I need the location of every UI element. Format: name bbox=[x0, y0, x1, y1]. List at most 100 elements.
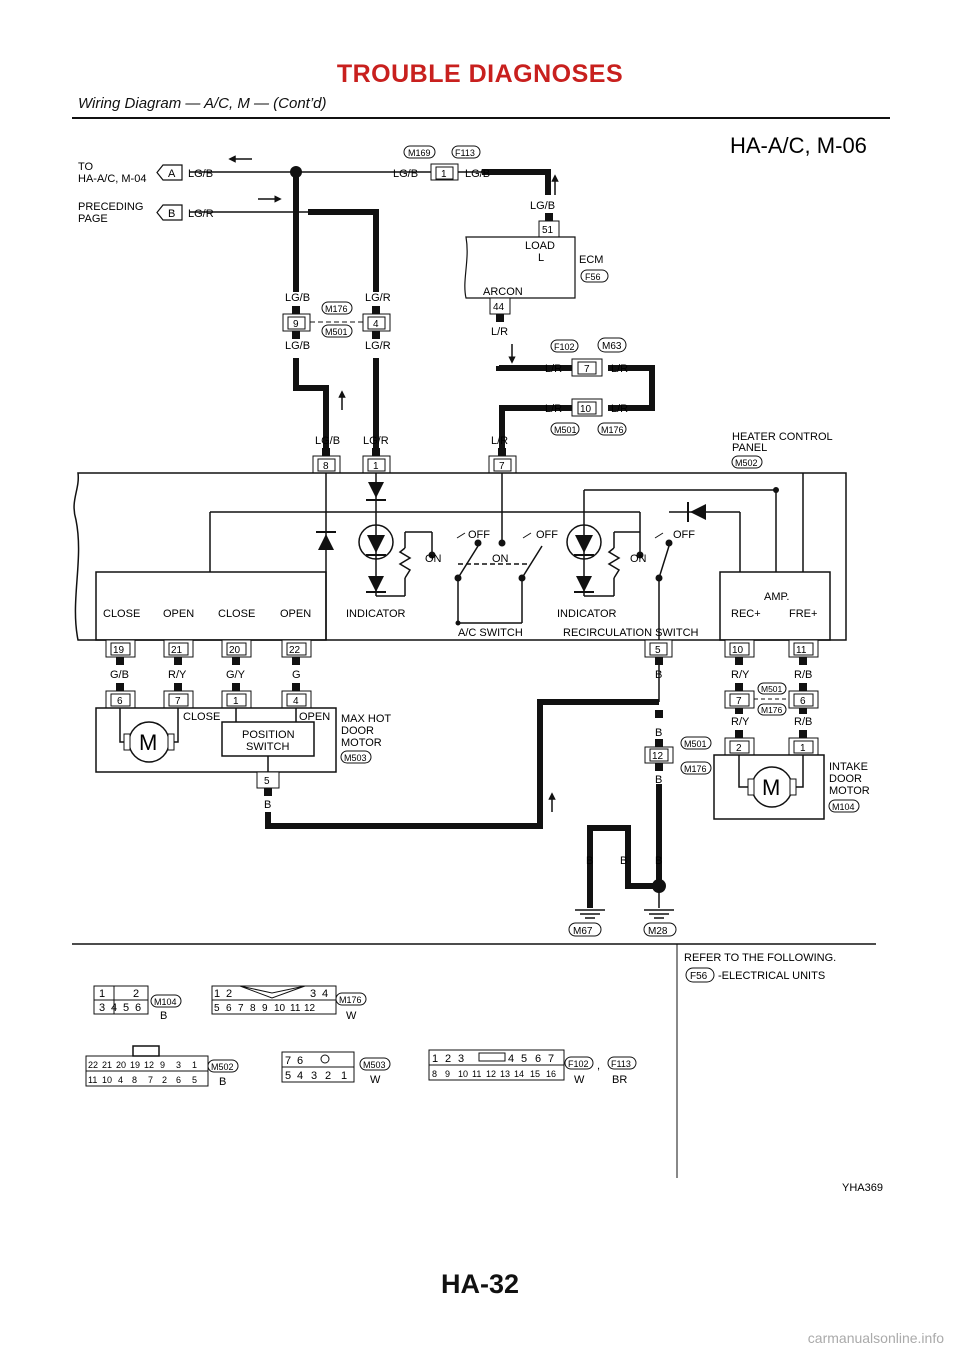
position-switch-line1: POSITION bbox=[242, 729, 295, 741]
pin-4-maxhot: 4 bbox=[293, 696, 299, 707]
pin-5-maxhot: 5 bbox=[264, 776, 270, 787]
connector-m176-c bbox=[680, 761, 712, 775]
diode-amp bbox=[687, 502, 706, 522]
preceding-wire: LG/R bbox=[188, 208, 214, 220]
pin-7-stub bbox=[498, 448, 506, 456]
panel-open-1: OPEN bbox=[163, 608, 194, 620]
legend-m104-color: B bbox=[160, 1010, 167, 1022]
wire-label-lr-7: L/R bbox=[491, 435, 508, 447]
legend-pin-m176_top-1: 1 bbox=[214, 988, 220, 1000]
connector-f113-label: F113 bbox=[455, 148, 475, 158]
pin-box-1-panel-inner bbox=[367, 458, 386, 472]
legend-refer-text: REFER TO THE FOLLOWING. bbox=[684, 952, 836, 964]
legend-f102-label: F102 bbox=[568, 1059, 589, 1069]
connector-m28-label: M28 bbox=[648, 926, 668, 937]
ac-resistor bbox=[398, 547, 412, 579]
connector-m501-d-label: M501 bbox=[761, 684, 783, 694]
connector-m502-label: M502 bbox=[735, 458, 758, 468]
ac-on-2: ON bbox=[492, 553, 509, 565]
legend-pin-m176_bottom-9: 9 bbox=[262, 1003, 268, 1014]
recirc-indicator-lower-diode bbox=[576, 576, 592, 592]
legend-m176-label: M176 bbox=[339, 995, 362, 1005]
pin-12: 12 bbox=[652, 751, 664, 762]
diode-lgr bbox=[366, 482, 386, 501]
max-hot-door-motor-box bbox=[95, 707, 337, 773]
wire-label-lgb-ecm: LG/B bbox=[530, 200, 555, 212]
legend-f102-color: W bbox=[574, 1074, 585, 1086]
legend-pin-m104_top-1: 1 bbox=[99, 988, 105, 1000]
pin-9-stub-top bbox=[292, 306, 300, 314]
preceding-tag bbox=[156, 204, 183, 221]
intake-motor-brush-r bbox=[789, 778, 797, 796]
wire-label-lgb-8: LG/B bbox=[315, 435, 340, 447]
pin-44-stub bbox=[496, 314, 504, 322]
ac-off-2: OFF bbox=[536, 529, 558, 541]
legend-pin-f102_bottom-8: 8 bbox=[432, 1069, 437, 1079]
connector-m169 bbox=[403, 145, 436, 159]
to-tag bbox=[156, 164, 183, 181]
legend-pin-m502_top-22: 22 bbox=[88, 1060, 98, 1070]
wire-lgb-feed bbox=[293, 169, 551, 448]
amp-rec: REC+ bbox=[731, 608, 761, 620]
panel-indicator-ac: INDICATOR bbox=[346, 608, 406, 620]
pin-box-7-ecm-inner bbox=[577, 361, 597, 375]
legend-m503-label: M503 bbox=[363, 1060, 386, 1070]
max-hot-stubs bbox=[116, 683, 300, 691]
legend-f113-box bbox=[607, 1056, 637, 1070]
legend-pin-m502_top-9: 9 bbox=[160, 1060, 165, 1070]
pin-box-1-top-inner bbox=[435, 166, 454, 180]
legend-pin-f102_top-6: 6 bbox=[535, 1053, 541, 1065]
diagram-title: HA-A/C, M-06 bbox=[730, 133, 867, 158]
legend-pin-f102_bottom-13: 13 bbox=[500, 1069, 510, 1079]
watermark: carmanualsonline.info bbox=[807, 1330, 944, 1346]
recirc-resistor bbox=[607, 547, 621, 579]
legend-m503-key bbox=[320, 1054, 330, 1064]
pin-1-panel: 1 bbox=[373, 461, 379, 472]
connector-m169-label: M169 bbox=[408, 148, 431, 158]
ground-wires bbox=[265, 699, 662, 908]
panel-close-open-box bbox=[95, 571, 327, 641]
ac-switch bbox=[457, 545, 543, 579]
pin-1-intake: 1 bbox=[800, 743, 806, 754]
legend-pin-m502_bottom-7: 7 bbox=[148, 1075, 153, 1085]
to-label-line1: TO bbox=[78, 161, 94, 173]
legend-m502-key bbox=[132, 1045, 160, 1057]
wire-label-ry-2: R/Y bbox=[731, 669, 750, 681]
page-header: TROUBLE DIAGNOSES Wiring Diagram — A/C, … bbox=[0, 0, 960, 125]
wire-label-b-maxhot: B bbox=[264, 799, 271, 811]
max-hot-label-line2: DOOR bbox=[341, 725, 374, 737]
pin-21: 21 bbox=[171, 645, 183, 656]
wire-label-lr-7l: L/R bbox=[545, 363, 562, 375]
intake-label-line2: DOOR bbox=[829, 773, 862, 785]
to-wire: LG/B bbox=[188, 168, 213, 180]
pin-7-panel: 7 bbox=[499, 461, 505, 472]
pin-6-maxhot: 6 bbox=[117, 696, 123, 707]
wire-label-lr-7r: L/R bbox=[611, 363, 628, 375]
pin-9-stub-bot bbox=[292, 331, 300, 339]
pin-5-maxhot-stub bbox=[264, 788, 272, 796]
wire-label-lr-10l: L/R bbox=[545, 403, 562, 415]
legend-pin-m503_top-7: 7 bbox=[285, 1055, 291, 1067]
pin-box-4-inner bbox=[367, 316, 386, 330]
legend-m104-box bbox=[150, 994, 182, 1008]
connector-m176-b bbox=[597, 422, 627, 436]
legend-pin-m176_bottom-7: 7 bbox=[238, 1003, 244, 1014]
legend-pin-m176_top-3: 3 bbox=[310, 988, 316, 1000]
pin-box-9-inner bbox=[287, 316, 306, 330]
ac-indicator-lower-diode bbox=[368, 576, 384, 592]
legend-pin-m176_bottom-8: 8 bbox=[250, 1003, 256, 1014]
connector-f102-a bbox=[550, 339, 579, 353]
legend-f102-box bbox=[564, 1056, 594, 1070]
diode-lgb bbox=[316, 531, 336, 550]
legend-pin-f102_top-4: 4 bbox=[508, 1053, 514, 1065]
legend-m176-color: W bbox=[346, 1010, 357, 1022]
connector-m176-d-label: M176 bbox=[761, 705, 783, 715]
wire-label-lgb-top2: LG/B bbox=[465, 168, 490, 180]
recirc-off-dash bbox=[654, 532, 664, 539]
legend-m502-box bbox=[207, 1059, 239, 1073]
figure-id: YHA369 bbox=[842, 1182, 883, 1194]
pin-box-1-intake-inner bbox=[793, 740, 814, 754]
legend-pin-m176_top-4: 4 bbox=[322, 988, 328, 1000]
legend-pin-m104_bottom-4: 4 bbox=[111, 1002, 117, 1014]
recirc-off: OFF bbox=[673, 529, 695, 541]
